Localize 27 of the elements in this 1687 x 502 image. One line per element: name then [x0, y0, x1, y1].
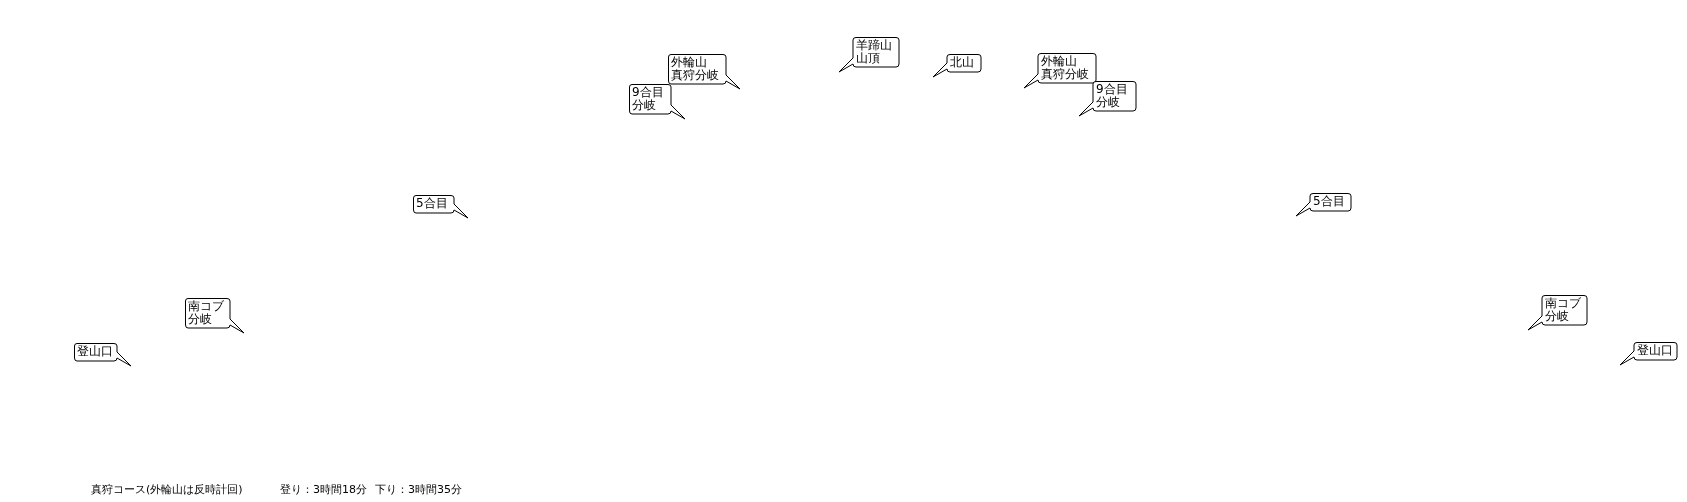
callout-bubble	[413, 195, 468, 219]
callout-bubble	[933, 54, 981, 78]
course-note: 真狩コース(外輪山は反時計回)	[91, 483, 243, 496]
callout-bubble	[185, 298, 244, 334]
callout-label: 登山口	[77, 345, 113, 358]
callout-bubble	[1528, 295, 1587, 331]
course-note: 下り：3時間35分	[375, 483, 462, 496]
callout-bubble	[1620, 342, 1677, 366]
callout-bubble	[1024, 53, 1096, 89]
callout-label: 5合目	[416, 197, 448, 210]
callout-label: 外輪山真狩分岐	[671, 56, 719, 82]
callout-bubble	[1079, 81, 1136, 117]
callout-label: 5合目	[1313, 195, 1345, 208]
callout-label: 外輪山真狩分岐	[1041, 55, 1089, 81]
callout-bubble	[74, 343, 131, 367]
callout-label: 9合目分岐	[1096, 83, 1128, 109]
callout-label: 登山口	[1637, 344, 1673, 357]
callout-bubble	[1296, 193, 1351, 217]
callout-label: 9合目分岐	[632, 86, 664, 112]
callout-bubble	[668, 54, 740, 90]
callout-label: 羊蹄山山頂	[856, 39, 892, 65]
callout-label: 北山	[950, 56, 974, 69]
course-note: 登り：3時間18分	[280, 483, 367, 496]
callout-bubble	[839, 37, 899, 73]
callout-bubble	[629, 84, 685, 120]
callout-label: 南コブ分岐	[1545, 297, 1581, 323]
callout-label: 南コブ分岐	[188, 300, 224, 326]
